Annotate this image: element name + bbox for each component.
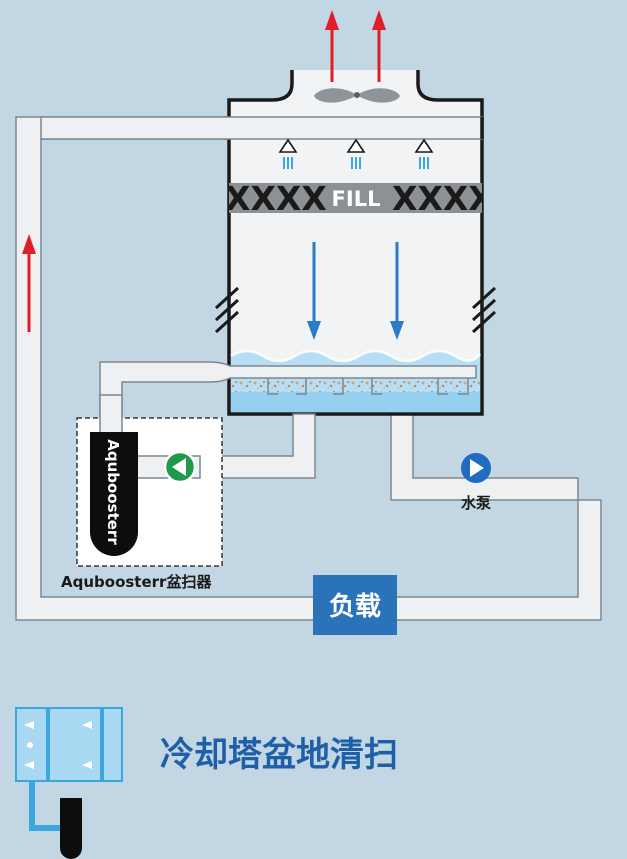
fill-label: FILL xyxy=(332,187,381,211)
fill-pattern-right: XXXX xyxy=(392,179,494,218)
spray-nozzle-icon xyxy=(278,138,298,169)
sweeper-header-pipe xyxy=(99,361,477,434)
water-flow-arrow xyxy=(390,242,404,340)
cooling-tower xyxy=(40,70,484,416)
legend-title: 冷却塔盆地清扫 xyxy=(160,735,398,775)
pump-label: 水泵 xyxy=(461,494,491,512)
pump-icon xyxy=(163,450,197,484)
fill-media: XXXX XXXX FILL xyxy=(225,179,494,218)
spray-nozzle-icon xyxy=(346,138,366,169)
flow-arrow-up xyxy=(22,234,36,332)
water-flow-arrow xyxy=(307,242,321,340)
load-label: 负载 xyxy=(329,592,381,622)
fill-pattern-left: XXXX xyxy=(225,179,327,218)
left-louvers xyxy=(214,286,240,334)
exhaust-arrow-right xyxy=(372,10,386,82)
load-box: 负载 xyxy=(313,575,397,635)
aquabooster-unit: Aquboosterr xyxy=(76,394,223,567)
aquabooster-vertical-label: Aquboosterr xyxy=(104,439,122,545)
spray-nozzle-icon xyxy=(414,138,434,169)
aquabooster-cylinder xyxy=(90,432,138,556)
fan-icon xyxy=(314,88,400,103)
aquabooster-caption: Aquboosterr盆扫器 xyxy=(61,573,212,591)
right-louvers xyxy=(471,286,497,334)
pump-icon xyxy=(461,453,491,483)
exhaust-arrow-left xyxy=(325,10,339,82)
aquabooster-legend-icon xyxy=(15,707,123,859)
